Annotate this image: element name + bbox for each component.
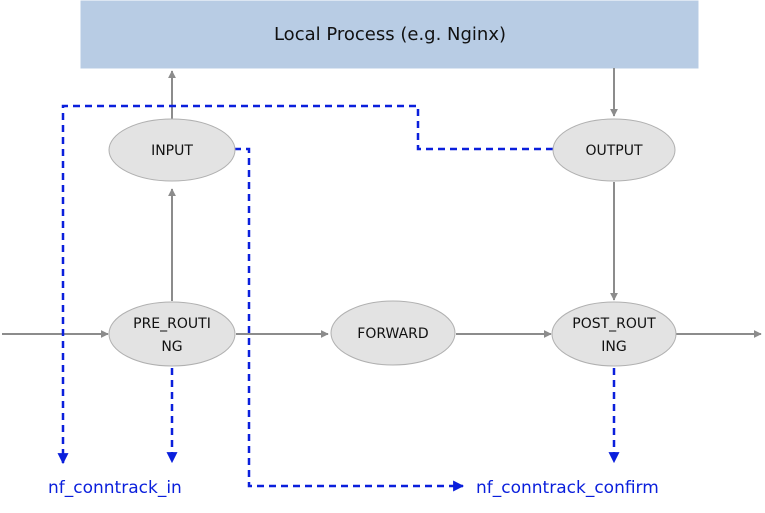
node-post-routing-label-line1: POST_ROUT bbox=[572, 316, 656, 332]
local-process-box: Local Process (e.g. Nginx) bbox=[80, 0, 699, 69]
local-process-label: Local Process (e.g. Nginx) bbox=[274, 24, 506, 45]
node-forward: FORWARD bbox=[330, 300, 456, 366]
output-to-conntrack-in-path bbox=[57, 104, 553, 465]
node-pre-routing-label-line1: PRE_ROUTI bbox=[133, 316, 211, 332]
node-post-routing-label-line2: ING bbox=[601, 339, 626, 355]
node-post-routing: POST_ROUT ING bbox=[551, 301, 677, 367]
node-input-label: INPUT bbox=[151, 143, 193, 159]
conntrack-paths bbox=[57, 104, 620, 492]
input-to-conntrack-confirm-path bbox=[234, 147, 465, 492]
node-output-label: OUTPUT bbox=[585, 143, 643, 159]
packet-flow bbox=[2, 68, 762, 338]
conntrack-confirm-label: nf_conntrack_confirm bbox=[476, 478, 659, 498]
node-pre-routing-label-line2: NG bbox=[161, 339, 182, 355]
node-pre-routing: PRE_ROUTI NG bbox=[108, 301, 236, 367]
node-input: INPUT bbox=[108, 118, 236, 182]
node-forward-label: FORWARD bbox=[357, 326, 428, 342]
node-output: OUTPUT bbox=[552, 118, 676, 182]
conntrack-in-label: nf_conntrack_in bbox=[48, 478, 182, 498]
